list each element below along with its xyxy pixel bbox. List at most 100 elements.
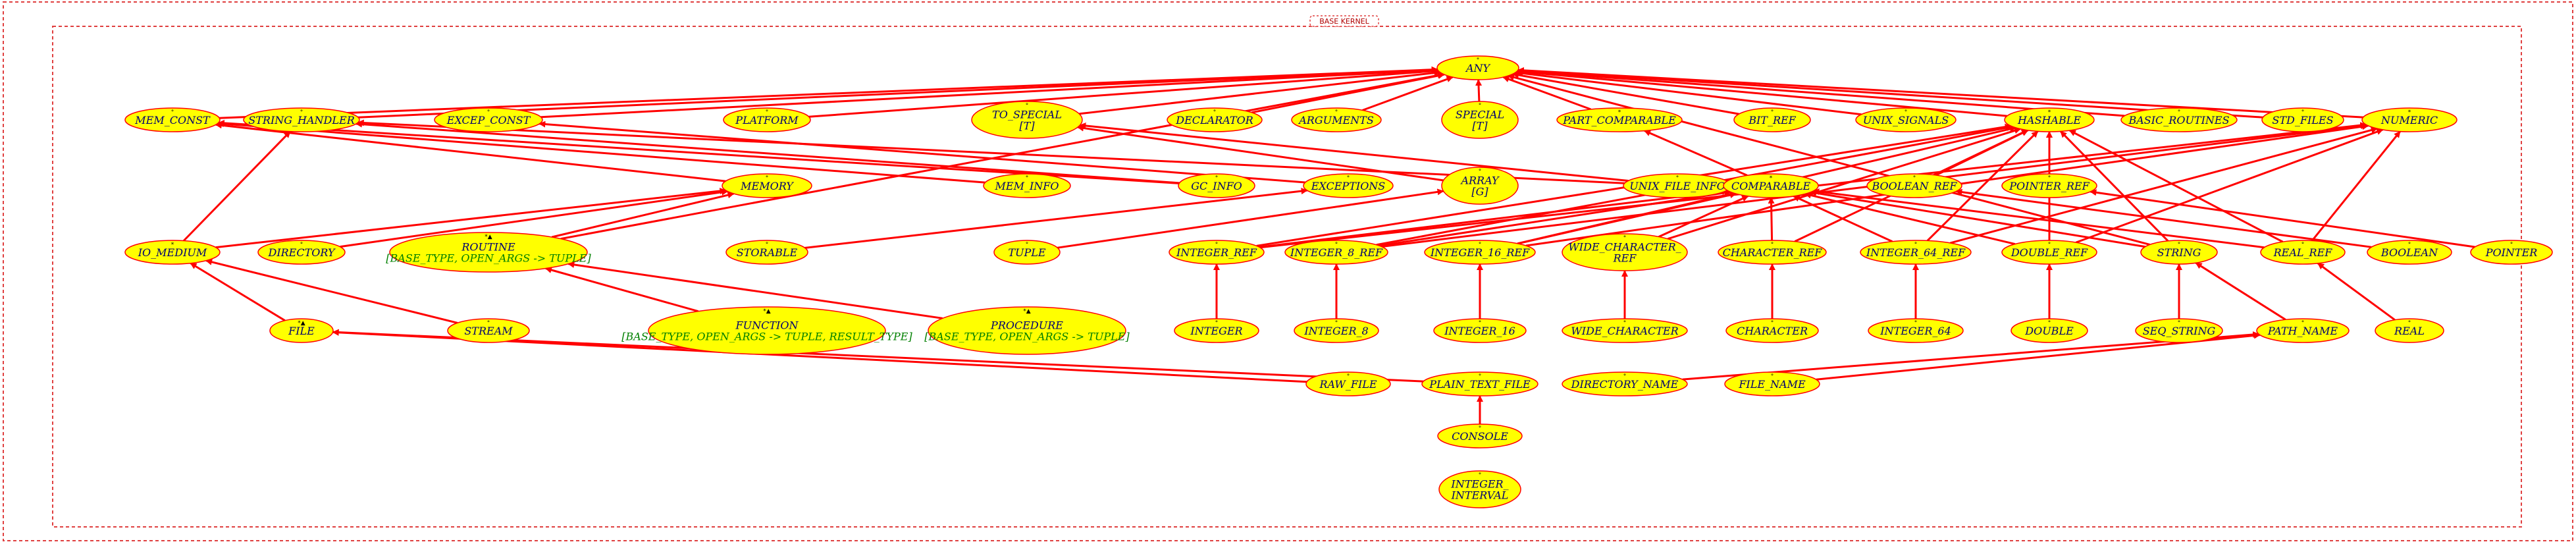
edge-integer-64-ref-to-comparable [1793, 195, 1893, 243]
node-declarator[interactable]: °DECLARATOR [1167, 107, 1263, 132]
node-character[interactable]: °CHARACTER [1725, 318, 1819, 343]
node-console[interactable]: °CONSOLE [1437, 423, 1523, 449]
node-shape [2367, 240, 2452, 265]
node-boolean[interactable]: °BOOLEAN [2367, 240, 2452, 265]
node-shape [928, 306, 1126, 355]
node-string-handler[interactable]: °STRING_HANDLER [243, 107, 360, 132]
node-integer-16[interactable]: °INTEGER_16 [1433, 318, 1527, 343]
node-marker-icon: ° [766, 175, 769, 182]
node-character-ref[interactable]: °CHARACTER_REF [1718, 240, 1827, 265]
node-part-comparable[interactable]: *PART_COMPARABLE [1556, 107, 1683, 132]
node-exceptions[interactable]: °EXCEPTIONS [1303, 173, 1394, 198]
node-array[interactable]: °ARRAY[G] [1441, 167, 1519, 205]
node-tuple[interactable]: °TUPLE [993, 240, 1061, 265]
node-double[interactable]: °DOUBLE [2011, 318, 2088, 343]
node-marker-icon: * [1770, 175, 1773, 182]
node-basic-routines[interactable]: °BASIC_ROUTINES [2120, 107, 2238, 132]
node-bit-ref[interactable]: °BIT_REF [1733, 107, 1811, 132]
node-procedure[interactable]: *▲PROCEDURE[BASE_TYPE, OPEN_ARGS -> TUPL… [924, 306, 1130, 355]
node-label: SPECIAL [1456, 109, 1504, 121]
node-marker-icon: ° [766, 109, 769, 116]
node-label: TO_SPECIAL [992, 109, 1062, 121]
node-wide-character[interactable]: °WIDE_CHARACTER [1562, 318, 1688, 343]
node-shape [124, 240, 221, 265]
node-marker-icon: ° [300, 109, 303, 116]
node-shape [1441, 101, 1519, 139]
node-std-files[interactable]: °STD_FILES [2261, 107, 2344, 132]
node-label: WIDE_CHARACTER [1571, 325, 1678, 337]
node-label: CHARACTER_REF [1723, 246, 1823, 259]
node-integer-interval[interactable]: °INTEGER_INTERVAL [1438, 470, 1521, 508]
node-routine[interactable]: *▲ROUTINE[BASE_TYPE, OPEN_ARGS -> TUPLE] [386, 232, 591, 273]
node-wide-character-ref[interactable]: °WIDE_CHARACTER_REF [1562, 233, 1688, 271]
node-hashable[interactable]: *HASHABLE [2004, 107, 2095, 132]
node-storable[interactable]: °STORABLE [725, 240, 808, 265]
node-boolean-ref[interactable]: °BOOLEAN_REF [1866, 173, 1962, 198]
node-integer-64-ref[interactable]: °INTEGER_64_REF [1860, 240, 1972, 265]
node-double-ref[interactable]: °DOUBLE_REF [2001, 240, 2097, 265]
node-integer-8[interactable]: °INTEGER_8 [1294, 318, 1379, 343]
node-string[interactable]: °STRING [2140, 240, 2218, 265]
node-marker-icon: *▲ [485, 234, 492, 240]
node-real-ref[interactable]: °REAL_REF [2260, 240, 2346, 265]
node-arguments[interactable]: °ARGUMENTS [1291, 107, 1382, 132]
node-label: DOUBLE_REF [2011, 246, 2088, 259]
node-io-medium[interactable]: *IO_MEDIUM [124, 240, 221, 265]
edge-platform-to-any [808, 68, 1439, 118]
node-directory[interactable]: °DIRECTORY [257, 240, 346, 265]
node-pointer-ref[interactable]: °POINTER_REF [2001, 173, 2097, 198]
node-label: SEQ_STRING [2143, 325, 2216, 337]
edge-real-ref-to-numeric [2311, 130, 2401, 242]
node-function[interactable]: *▲FUNCTION[BASE_TYPE, OPEN_ARGS -> TUPLE… [621, 306, 912, 355]
node-integer-64[interactable]: °INTEGER_64 [1868, 318, 1964, 343]
node-mem-info[interactable]: °MEM_INFO [983, 173, 1071, 198]
node-marker-icon: ° [2301, 320, 2305, 327]
edge-part-comparable-to-any [1502, 76, 1592, 111]
node-any[interactable]: °ANY [1436, 55, 1519, 80]
node-marker-icon: ° [1623, 235, 1627, 242]
node-file[interactable]: *▲FILE [269, 318, 334, 343]
node-stream[interactable]: °STREAM [447, 318, 530, 343]
node-integer-ref[interactable]: °INTEGER_REF [1169, 240, 1265, 265]
node-comparable[interactable]: *COMPARABLE [1723, 173, 1819, 198]
node-memory[interactable]: °MEMORY [722, 173, 812, 198]
node-unix-signals[interactable]: °UNIX_SIGNALS [1855, 107, 1957, 132]
edge-mem-info-to-mem-const [217, 121, 986, 184]
node-integer-16-ref[interactable]: °INTEGER_16_REF [1424, 240, 1536, 265]
node-marker-icon: ° [1347, 175, 1350, 182]
node-platform[interactable]: °PLATFORM [723, 107, 811, 132]
node-gc-info[interactable]: °GC_INFO [1178, 173, 1255, 198]
node-pointer[interactable]: °POINTER [2470, 240, 2553, 265]
edge-exceptions-to-excep-const [539, 121, 1305, 184]
node-to-special[interactable]: °TO_SPECIAL[T] [971, 101, 1083, 139]
node-marker-icon: ° [1479, 472, 1482, 479]
node-shape [434, 107, 543, 132]
node-real[interactable]: °REAL [2375, 318, 2444, 343]
node-directory-name[interactable]: °DIRECTORY_NAME [1562, 371, 1688, 396]
node-path-name[interactable]: °PATH_NAME [2256, 318, 2350, 343]
node-plain-text-file[interactable]: °PLAIN_TEXT_FILE [1421, 371, 1538, 396]
edge-real-ref-to-hashable [2068, 129, 2284, 243]
node-shape [2260, 240, 2346, 265]
node-shape [2120, 107, 2238, 132]
node-shape [722, 173, 812, 198]
node-shape [269, 318, 334, 343]
node-file-name[interactable]: °FILE_NAME [1724, 371, 1820, 396]
node-shape [1433, 318, 1527, 343]
node-raw-file[interactable]: °RAW_FILE [1305, 371, 1391, 396]
node-shape [983, 173, 1071, 198]
node-numeric[interactable]: *NUMERIC [2361, 107, 2458, 132]
node-seq-string[interactable]: °SEQ_STRING [2135, 318, 2223, 343]
node-mem-const[interactable]: °MEM_CONST [124, 107, 221, 132]
node-marker-icon: ° [1026, 242, 1029, 248]
node-marker-icon: ° [2510, 242, 2513, 248]
node-marker-icon: ° [1215, 175, 1219, 182]
node-excep-const[interactable]: °EXCEP_CONST [434, 107, 543, 132]
edge-file-to-io-medium [190, 262, 286, 321]
edge-pointer-to-pointer-ref [2090, 189, 2475, 248]
node-integer-8-ref[interactable]: °INTEGER_8_REF [1284, 240, 1388, 265]
node-shape [1723, 173, 1819, 198]
node-unix-file-info[interactable]: °UNIX_FILE_INFO [1623, 173, 1732, 198]
node-special[interactable]: °SPECIAL[T] [1441, 101, 1519, 139]
node-integer[interactable]: °INTEGER [1174, 318, 1259, 343]
